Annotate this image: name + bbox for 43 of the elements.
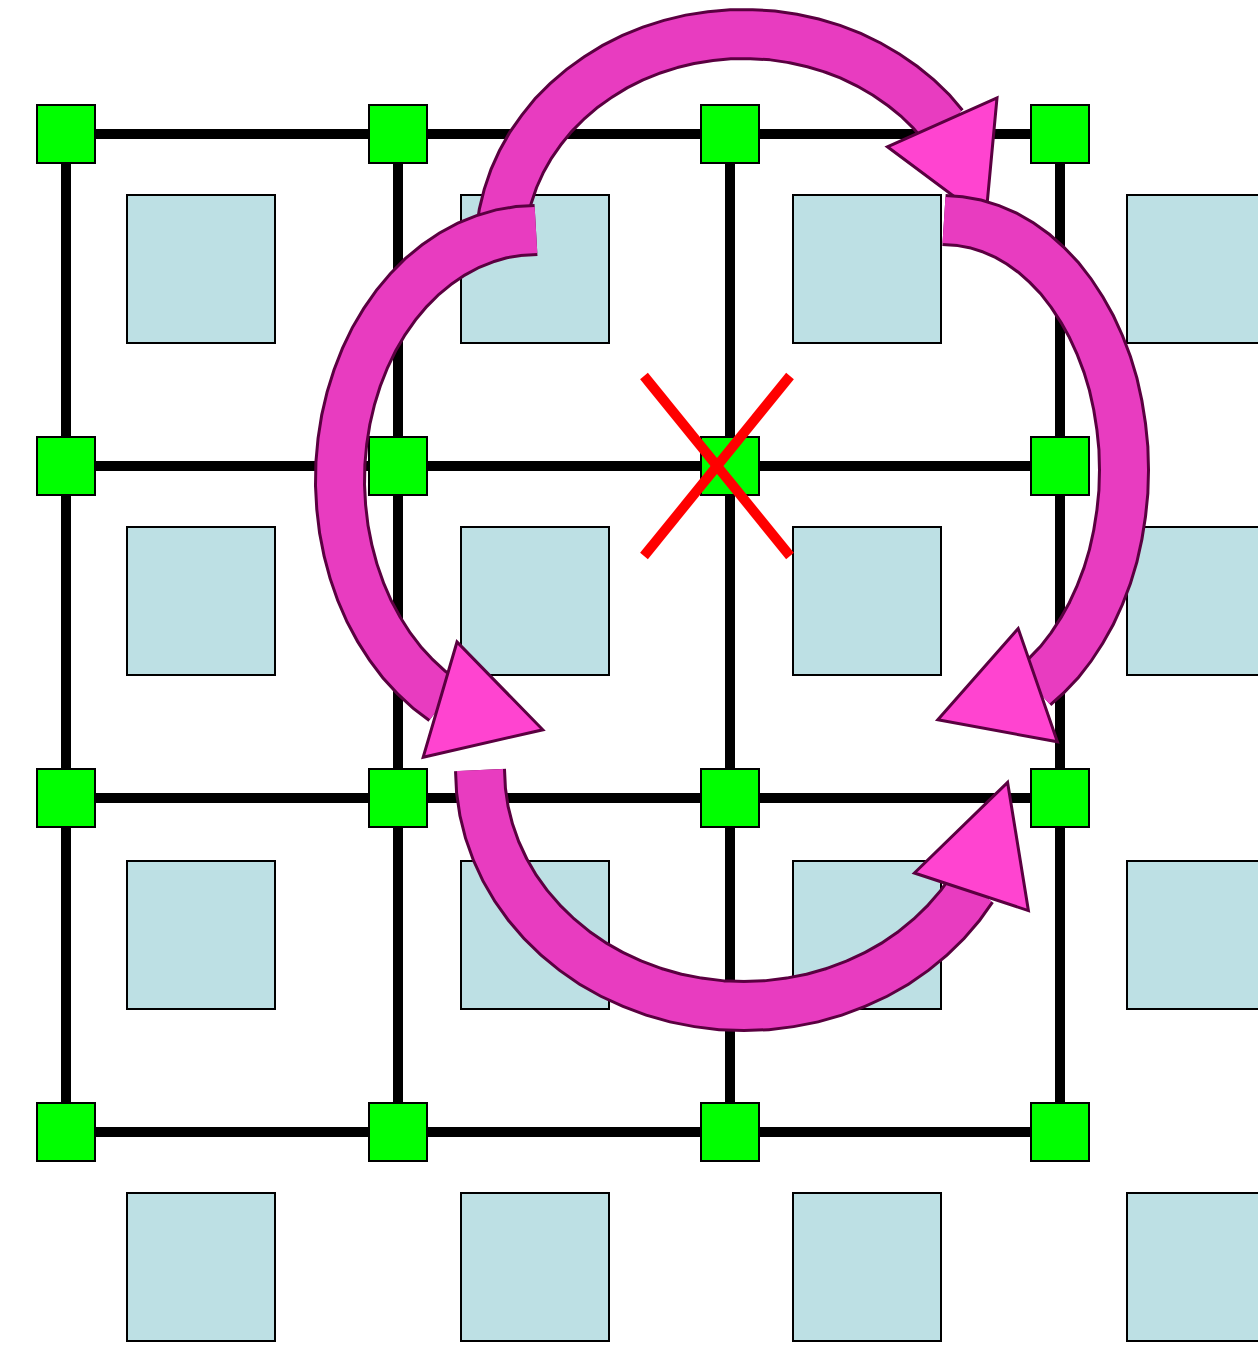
connector-line: [428, 1127, 700, 1137]
block-square: [1126, 860, 1258, 1010]
block-square: [126, 860, 276, 1010]
block-square: [1126, 1192, 1258, 1342]
block-square: [792, 1192, 942, 1342]
connector-line: [61, 164, 71, 436]
connector-line: [61, 828, 71, 1102]
junction-square: [36, 104, 96, 164]
connector-line: [393, 828, 403, 1102]
junction-square: [368, 436, 428, 496]
block-square: [126, 1192, 276, 1342]
connector-line: [96, 793, 368, 803]
block-square: [792, 526, 942, 676]
connector-line: [96, 1127, 368, 1137]
connector-line: [760, 793, 1030, 803]
junction-square: [1030, 1102, 1090, 1162]
connector-line: [725, 496, 735, 768]
junction-square: [36, 436, 96, 496]
junction-square: [700, 104, 760, 164]
junction-square: [700, 768, 760, 828]
connector-line: [760, 461, 1030, 471]
junction-square: [368, 1102, 428, 1162]
connector-line: [1055, 828, 1065, 1102]
junction-square: [368, 768, 428, 828]
block-square: [126, 526, 276, 676]
junction-square: [700, 1102, 760, 1162]
junction-square: [368, 104, 428, 164]
connector-line: [96, 129, 368, 139]
connector-line: [428, 461, 700, 471]
block-square: [1126, 194, 1258, 344]
connector-line: [61, 496, 71, 768]
junction-square: [1030, 768, 1090, 828]
block-square: [460, 1192, 610, 1342]
connector-line: [760, 1127, 1030, 1137]
block-square: [460, 526, 610, 676]
block-square: [792, 194, 942, 344]
connector-line: [725, 164, 735, 436]
junction-square: [1030, 104, 1090, 164]
junction-square: [1030, 436, 1090, 496]
block-square: [126, 194, 276, 344]
junction-square: [36, 1102, 96, 1162]
block-square: [1126, 526, 1258, 676]
junction-square: [36, 768, 96, 828]
